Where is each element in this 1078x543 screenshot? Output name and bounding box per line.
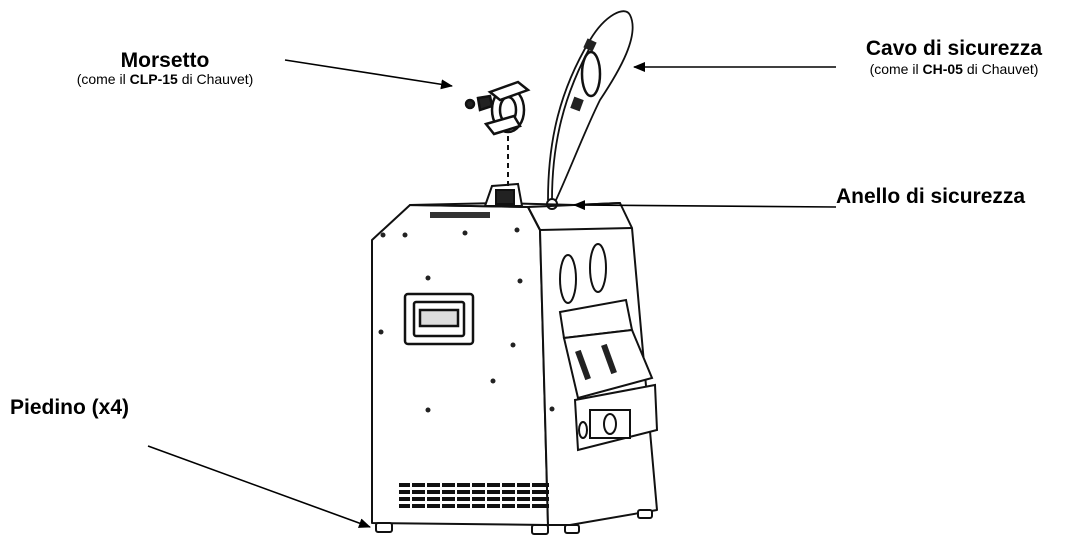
- arrow-morsetto: [284, 59, 453, 90]
- foot: [637, 509, 653, 519]
- label-cavo-sub: (come il CH-05 di Chauvet): [869, 62, 1039, 77]
- sub-suffix: di Chauvet): [962, 61, 1039, 78]
- top-vent: [430, 212, 490, 218]
- label-anello-di-sicurezza: Anello di sicurezza: [836, 185, 1078, 208]
- label-morsetto-sub: (come il CLP-15 di Chauvet): [20, 72, 310, 87]
- label-cavo-title: Cavo di sicurezza: [865, 37, 1043, 60]
- control-slots: [575, 343, 617, 381]
- feet: [375, 509, 653, 535]
- label-piedino: Piedino (x4): [10, 396, 210, 419]
- sub-prefix: (come il: [76, 71, 130, 88]
- cable-carabiner: [580, 50, 602, 98]
- carry-handle: [403, 292, 475, 346]
- label-anello-title: Anello di sicurezza: [836, 185, 1026, 208]
- sub-prefix: (come il: [869, 61, 923, 78]
- side-vent-right: [589, 243, 607, 293]
- foot: [375, 522, 393, 533]
- label-cavo-di-sicurezza: Cavo di sicurezza (come il CH-05 di Chau…: [836, 37, 1072, 77]
- machine-left-panel: [371, 204, 549, 526]
- arrow-anello: [573, 200, 837, 211]
- safety-cable: [547, 10, 634, 201]
- sub-suffix: di Chauvet): [177, 71, 254, 88]
- foot: [531, 524, 549, 535]
- mounting-bracket: [483, 182, 524, 207]
- sub-bold: CH-05: [922, 61, 963, 78]
- label-piedino-title: Piedino (x4): [10, 396, 130, 419]
- sub-bold: CLP-15: [129, 71, 178, 88]
- arrow-piedino: [147, 445, 371, 528]
- bottom-vents: [399, 483, 549, 508]
- label-morsetto: Morsetto (come il CLP-15 di Chauvet): [20, 49, 310, 87]
- right-panel-details: [558, 243, 659, 452]
- leader-arrows: [147, 59, 837, 528]
- label-morsetto-title: Morsetto: [120, 49, 210, 72]
- side-vent-left: [559, 254, 577, 304]
- foot: [564, 524, 580, 534]
- panel-screws: [378, 227, 555, 413]
- clamp: [464, 80, 531, 136]
